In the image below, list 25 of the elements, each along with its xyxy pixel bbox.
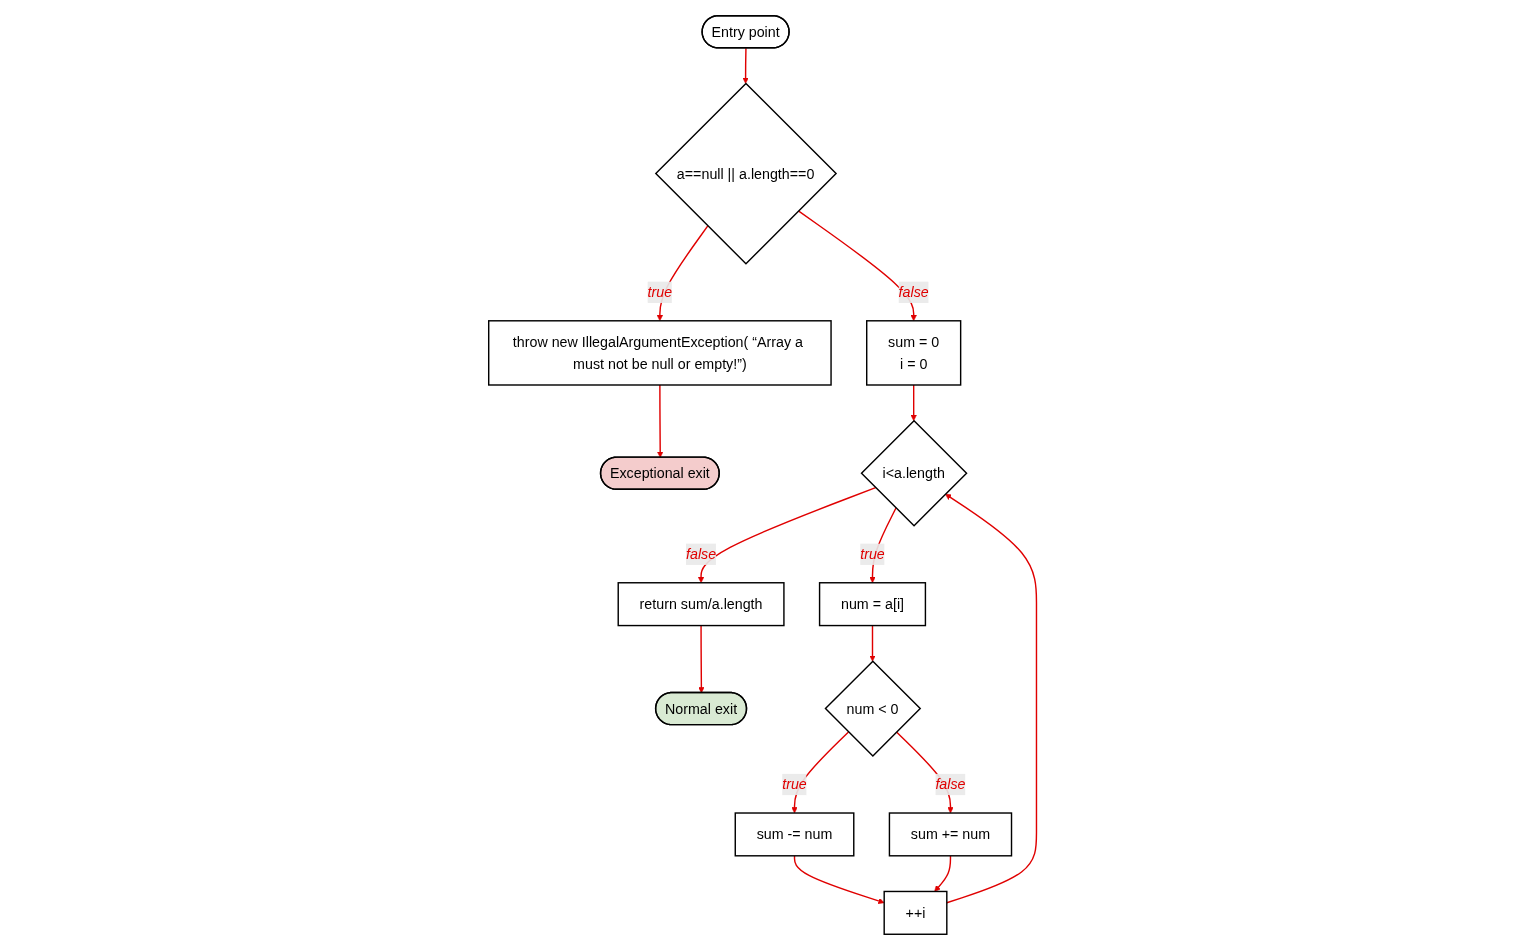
arrow [698,624,705,694]
arrow [910,384,917,421]
edge-label: true [782,776,807,793]
node-diamond: a==null || a.length==0 [654,82,837,265]
edge-label: true [647,284,673,301]
arrow [944,493,1038,904]
node-box: return sum/a.length [617,582,785,627]
edge-label: false [898,284,929,301]
node-diamond: num < 0 [824,660,922,757]
arrow [656,384,664,458]
arrow [869,624,876,662]
node-diamond: i<a.length [860,419,968,527]
arrow [934,855,952,892]
node-box: sum = 0 i = 0 [865,320,962,386]
node-box: ++i [883,890,948,935]
edge-label: false [935,776,966,793]
edge-label: true [860,546,885,563]
node-box: sum += num [888,812,1013,857]
arrow [793,855,885,904]
edge-label: false [685,546,717,563]
node-box: num = a[i] [818,582,927,627]
node-box: throw new IllegalArgumentException( “Array a must not be null or empty!”) [487,320,832,386]
arrow [697,487,877,584]
arrow [742,47,749,84]
node-box: sum -= num [734,812,855,857]
